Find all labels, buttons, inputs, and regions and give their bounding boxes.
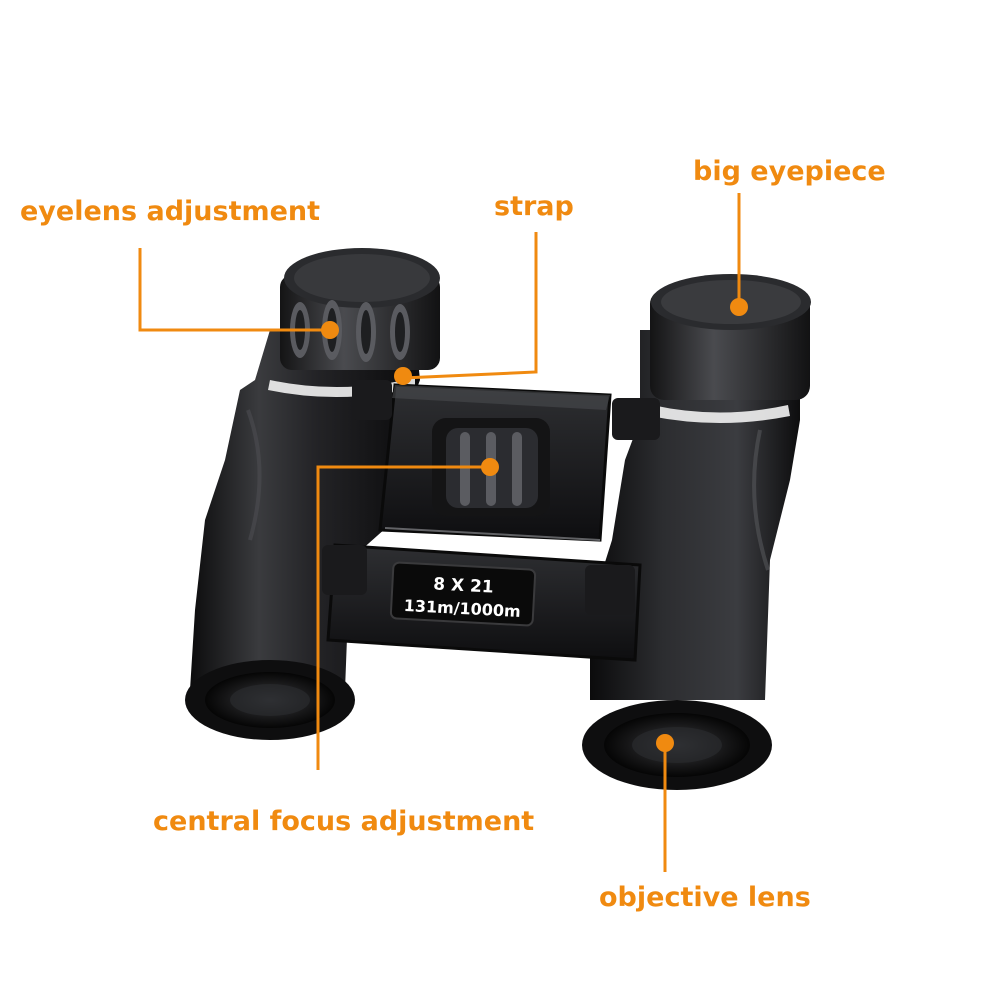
callout-dot-objective [656, 734, 674, 752]
central-focus-adjustment-label: central focus adjustment [153, 806, 535, 837]
right-silver-ring [650, 405, 790, 423]
strap-lug-left [352, 380, 392, 420]
strap-lug-right [612, 398, 660, 440]
callout-dots [321, 298, 748, 752]
big-eyepiece-label: big eyepiece [693, 156, 886, 187]
eyelens-adjustment-label: eyelens adjustment [20, 196, 321, 227]
leader-line-eyelens [138, 248, 322, 332]
objective-lens-label: objective lens [599, 882, 811, 913]
strap-label: strap [494, 191, 574, 222]
spec-magnification: 8 X 21 [433, 574, 494, 597]
leader-line-focus [316, 465, 488, 770]
callout-dot-focus [481, 458, 499, 476]
spec-plate [389, 561, 537, 627]
callout-dot-strap [394, 367, 412, 385]
leader-line-strap [402, 232, 538, 380]
callout-lines [138, 193, 741, 872]
callout-dot-eyepiece [730, 298, 748, 316]
right-eyepiece [650, 274, 811, 400]
callout-dot-eyelens [321, 321, 339, 339]
left-eyepiece [280, 248, 440, 370]
